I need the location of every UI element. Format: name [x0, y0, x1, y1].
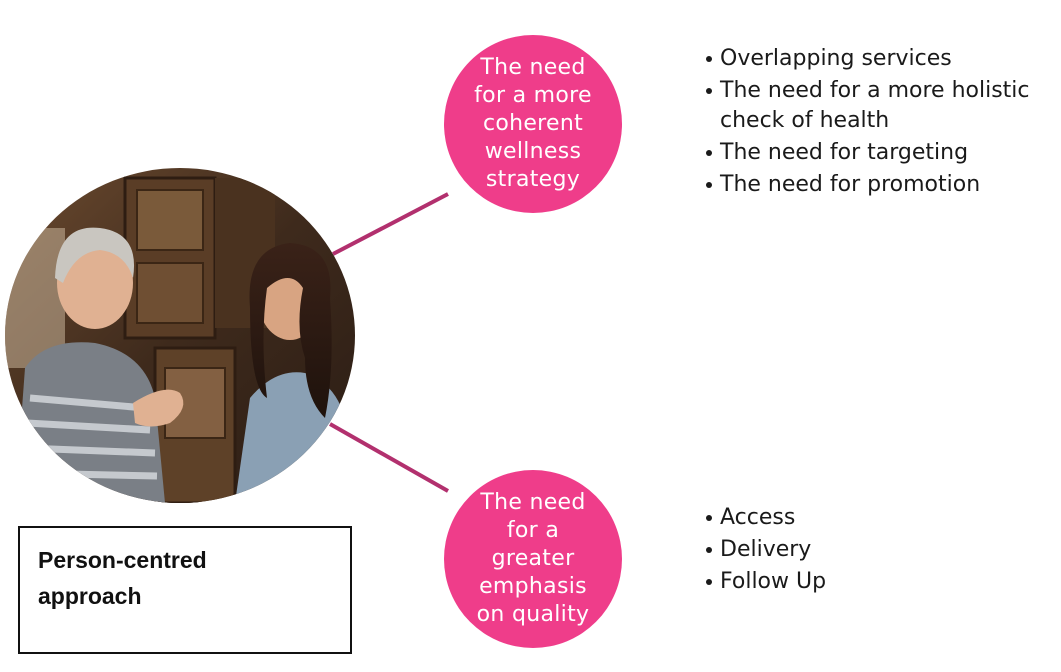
quality-bullet-list: Access Delivery Follow Up — [706, 503, 1006, 599]
connector-top — [332, 192, 449, 256]
connector-bottom — [329, 422, 449, 493]
quality-emphasis-bubble: The need for a greater emphasis on quali… — [444, 470, 622, 648]
coherent-wellness-bubble: The need for a more coherent wellness st… — [444, 35, 622, 213]
people-conversation-photo — [5, 168, 355, 503]
bullet-item: Follow Up — [706, 567, 1006, 597]
bullet-item: Access — [706, 503, 1006, 533]
person-centred-approach-box: Person-centred approach — [18, 526, 352, 654]
coherent-wellness-label: The need for a more coherent wellness st… — [474, 55, 592, 192]
bullet-item: Delivery — [706, 535, 1006, 565]
bullet-item: The need for targeting — [706, 138, 1056, 168]
bullet-item: The need for promotion — [706, 170, 1056, 200]
bullet-item: The need for a more holistic check of he… — [706, 76, 1056, 136]
photo-illustration — [5, 168, 355, 503]
wellness-bullet-list: Overlapping services The need for a more… — [706, 44, 1056, 202]
bullet-item: Overlapping services — [706, 44, 1056, 74]
person-centred-approach-label: Person-centred approach — [38, 547, 207, 609]
quality-emphasis-label: The need for a greater emphasis on quali… — [476, 490, 590, 627]
